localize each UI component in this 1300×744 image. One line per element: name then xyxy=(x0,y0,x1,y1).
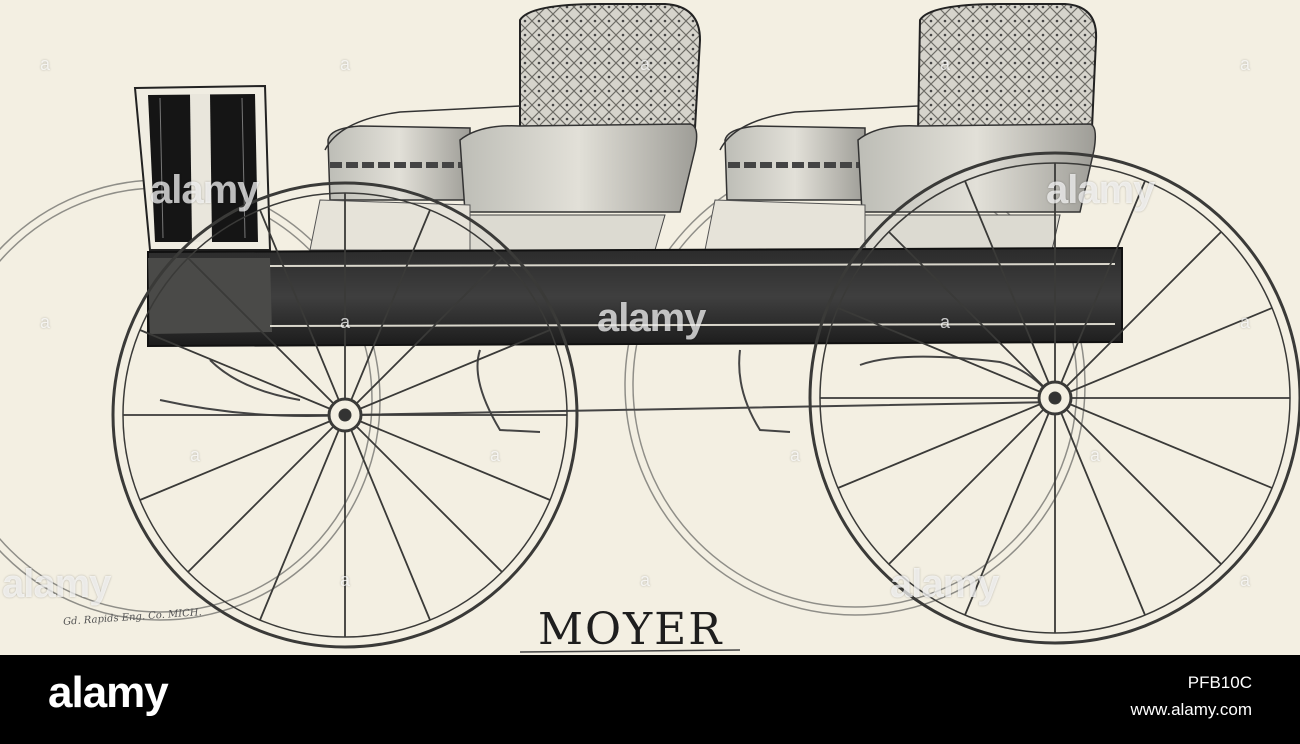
watermark-mark: a xyxy=(1240,312,1251,332)
watermark-mark: a xyxy=(40,312,51,332)
front-seat xyxy=(324,3,702,251)
watermark-mark: a xyxy=(1090,445,1101,465)
watermark-mark: a xyxy=(1240,54,1251,74)
watermark-mark: a xyxy=(940,54,951,74)
image-id: PFB10C xyxy=(1187,673,1252,692)
watermark: alamy xyxy=(150,168,259,212)
watermark-mark: a xyxy=(340,312,351,332)
watermark: alamy xyxy=(890,562,999,606)
maker-title: MOYER xyxy=(538,604,724,655)
watermark-mark: a xyxy=(490,445,501,465)
undercarriage xyxy=(159,349,1056,433)
watermark-mark: a xyxy=(640,54,651,74)
alamy-logo: alamy xyxy=(48,668,169,717)
rear-wheel xyxy=(808,151,1300,645)
watermark: alamy xyxy=(597,296,706,340)
watermark-mark: a xyxy=(940,312,951,332)
front-wheel xyxy=(111,181,579,649)
watermark-mark: a xyxy=(340,54,351,74)
carriage-body xyxy=(147,246,1123,348)
watermark-mark: a xyxy=(790,445,801,465)
watermark-mark: a xyxy=(640,570,651,590)
watermark: alamy xyxy=(1046,168,1155,212)
watermark-mark: a xyxy=(1240,570,1251,590)
rear-seat xyxy=(719,3,1098,251)
watermark-mark: a xyxy=(40,54,51,74)
seat-riser-rear xyxy=(704,199,866,251)
watermark-mark: a xyxy=(190,445,201,465)
site-url: www.alamy.com xyxy=(1130,700,1252,719)
stock-footer-bar xyxy=(0,655,1300,744)
watermark-mark: a xyxy=(340,570,351,590)
carriage-drawing xyxy=(0,3,1300,653)
carriage-illustration: Gd. Rapids Eng. Co. MICH. MOYER alamy al… xyxy=(0,0,1300,655)
title-rule xyxy=(519,649,741,653)
watermark: alamy xyxy=(2,562,111,606)
